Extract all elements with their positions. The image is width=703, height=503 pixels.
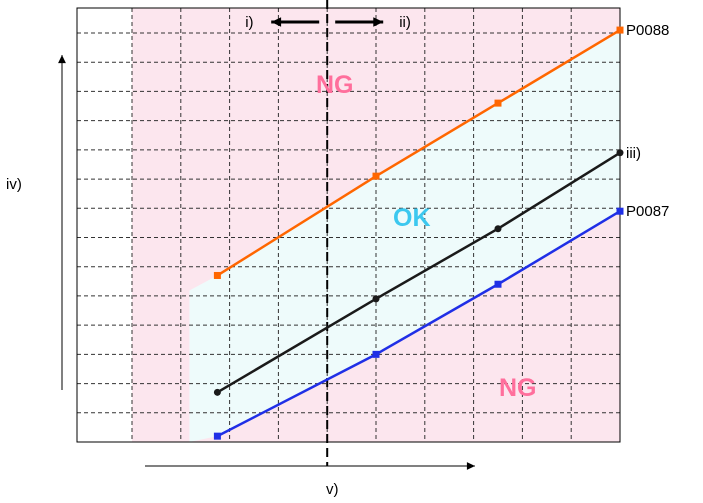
divider-right-label: ii) [399, 14, 411, 31]
series-line [216, 151, 621, 394]
y-axis-label: iv) [6, 176, 22, 193]
series-lines [213, 26, 624, 440]
divider-left-label: i) [245, 14, 253, 31]
zone-label-ng-upper: NG [316, 71, 354, 99]
data-point [616, 26, 624, 34]
data-point [372, 295, 380, 303]
data-point [213, 388, 221, 396]
series-line [216, 29, 621, 277]
data-point [616, 149, 624, 157]
data-point [494, 280, 502, 288]
arrow-left [271, 17, 320, 27]
series-label-iii: iii) [626, 145, 641, 162]
zone-label-ok: OK [393, 204, 431, 232]
plot-border [76, 7, 621, 443]
arrow-left-head [271, 17, 282, 27]
ok-region-fill [189, 8, 620, 442]
series-line [216, 210, 621, 438]
labels: i) ii) v) iv) NG OK NG P0088 iii) P0087 [6, 14, 669, 498]
data-point [213, 271, 221, 279]
data-point [616, 207, 624, 215]
y-axis-arrow [58, 55, 66, 390]
arrow-right-head [373, 17, 384, 27]
data-point [494, 225, 502, 233]
series-label-p0088: P0088 [626, 22, 669, 39]
x-axis-arrow [145, 462, 475, 470]
arrow-right [335, 17, 384, 27]
x-axis-label: v) [326, 481, 339, 498]
data-point [372, 350, 380, 358]
x-axis-arrow-head [466, 462, 475, 470]
zone-label-ng-lower: NG [499, 374, 537, 402]
data-point [213, 432, 221, 440]
y-axis-arrow-head [58, 55, 66, 64]
data-point [372, 172, 380, 180]
arrows [58, 17, 475, 470]
data-point [494, 99, 502, 107]
series-label-p0087: P0087 [626, 203, 669, 220]
